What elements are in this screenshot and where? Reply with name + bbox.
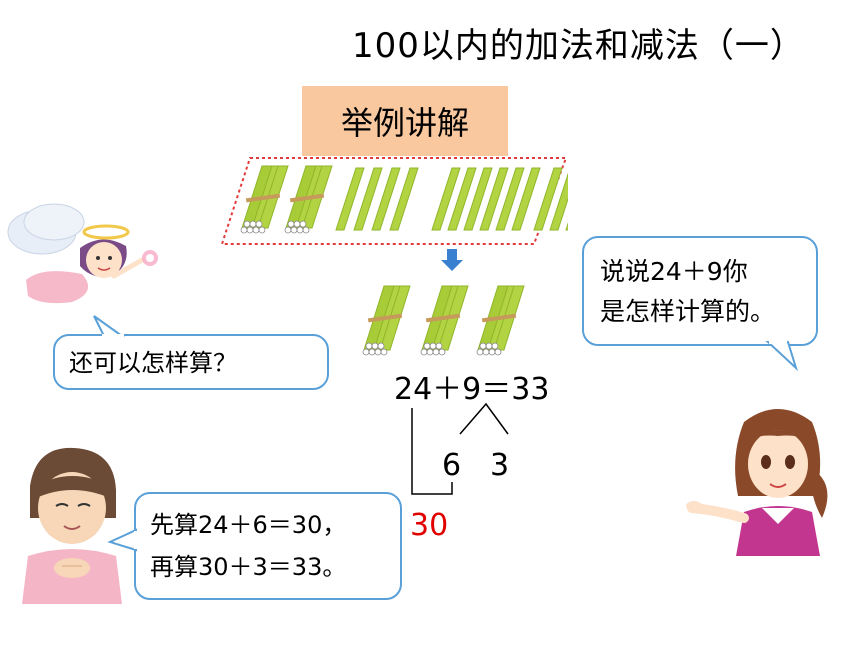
single-stick-icon (335, 167, 365, 231)
main-equation: 24＋9＝33 (394, 372, 550, 407)
speech-bubble-right: 说说24＋9你 是怎样计算的。 (582, 236, 818, 346)
page-title: 100以内的加法和减法（一） (352, 26, 805, 66)
single-stick-icon (371, 167, 401, 231)
stick-bundle-icon (420, 285, 469, 356)
bubble-right-line2: 是怎样计算的。 (600, 297, 776, 326)
bubble-bottom-line1: 先算24＋6＝30， (150, 511, 347, 539)
example-banner-label: 举例讲解 (340, 104, 469, 142)
bubble-left-tail (93, 315, 126, 339)
stick-bundle-icon (240, 165, 289, 234)
stick-bundle-icon (476, 285, 525, 356)
stick-bundle-icon (362, 285, 411, 356)
bubble-right-tail (765, 340, 799, 372)
bottom-bundles-group (362, 285, 525, 356)
single-stick-icon (565, 222, 568, 231)
down-arrow-icon (441, 249, 463, 271)
single-stick-icon (479, 167, 509, 231)
single-stick-icon (431, 167, 461, 231)
single-stick-icon (495, 167, 525, 231)
single-stick-icon (389, 167, 419, 231)
stick-bundle-icon (284, 165, 333, 234)
single-stick-icon (447, 167, 477, 231)
single-stick-icon (533, 167, 563, 231)
example-banner: 举例讲解 (302, 86, 508, 156)
single-stick-icon (511, 167, 541, 231)
bubble-bottom-tail (107, 528, 139, 552)
split-right-number: 3 (490, 448, 510, 483)
speech-bubble-left: 还可以怎样算？ (53, 334, 329, 390)
bubble-right-line1: 说说24＋9你 (600, 257, 748, 286)
bubble-bottom-line2: 再算30＋3＝33。 (150, 553, 347, 581)
boy-illustration (22, 447, 122, 604)
girl-illustration (686, 409, 828, 556)
top-sticks-group (220, 157, 568, 245)
single-sticks-four (335, 167, 419, 231)
single-stick-icon (353, 167, 383, 231)
single-sticks-nine (431, 167, 568, 231)
intermediate-result: 30 (410, 508, 449, 543)
single-stick-icon (463, 167, 493, 231)
decomposition-lines (411, 402, 509, 495)
fairy-illustration (7, 203, 158, 304)
split-left-number: 6 (442, 448, 462, 483)
speech-bubble-bottom: 先算24＋6＝30， 再算30＋3＝33。 (134, 492, 402, 600)
bubble-left-text: 还可以怎样算？ (69, 349, 237, 377)
single-stick-icon (549, 172, 568, 231)
